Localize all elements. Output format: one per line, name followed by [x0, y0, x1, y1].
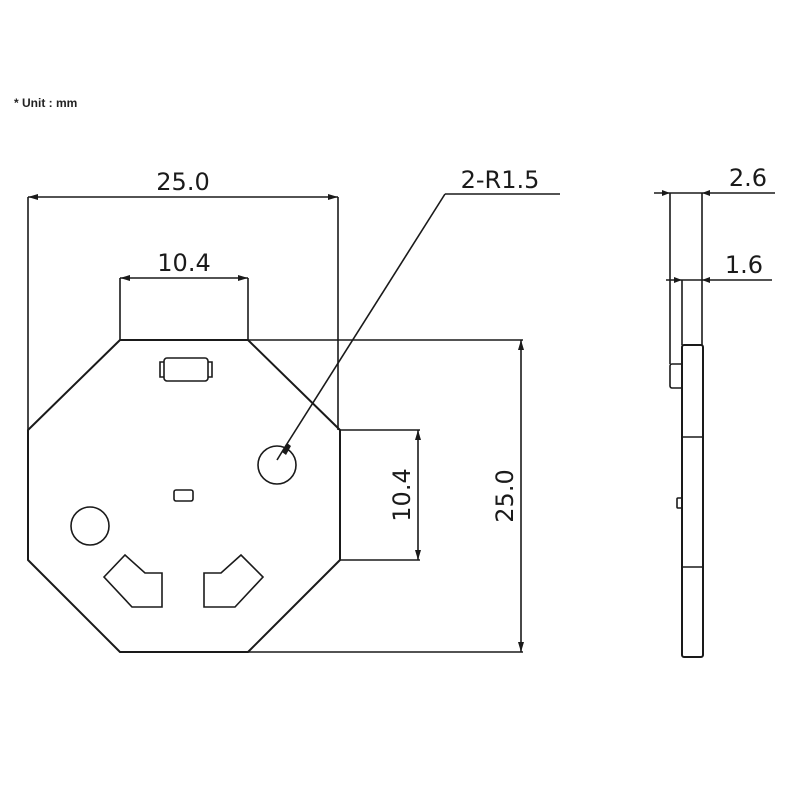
dim-top-flat-label: 10.4	[157, 249, 210, 277]
dimension-plate-thickness: 1.6	[666, 251, 772, 283]
hole-callout-label: 2-R1.5	[461, 166, 540, 194]
front-view	[27, 339, 341, 653]
unit-note: * Unit : mm	[14, 96, 78, 110]
dimension-overall-height: 25.0	[248, 339, 524, 653]
dimension-side-flat: 10.4	[340, 429, 421, 561]
octagon-plate-outline	[27, 339, 341, 653]
hole-right	[257, 445, 297, 485]
top-slot	[159, 357, 213, 382]
hole-callout-leader: 2-R1.5	[276, 166, 560, 461]
pin-cutout-left	[102, 553, 163, 608]
dim-total-thickness-label: 2.6	[729, 164, 767, 192]
dimension-top-flat: 10.4	[119, 249, 249, 340]
hole-left	[70, 506, 110, 546]
center-slot	[173, 489, 194, 502]
dimension-overall-width: 25.0	[27, 168, 339, 430]
dim-plate-thickness-label: 1.6	[725, 251, 763, 279]
side-view	[669, 193, 704, 658]
dim-side-flat-label: 10.4	[388, 468, 416, 521]
dim-overall-width-label: 25.0	[156, 168, 209, 196]
dim-overall-height-label: 25.0	[491, 469, 519, 522]
dimension-total-thickness: 2.6	[654, 164, 775, 196]
pin-cutout-right	[203, 553, 265, 608]
